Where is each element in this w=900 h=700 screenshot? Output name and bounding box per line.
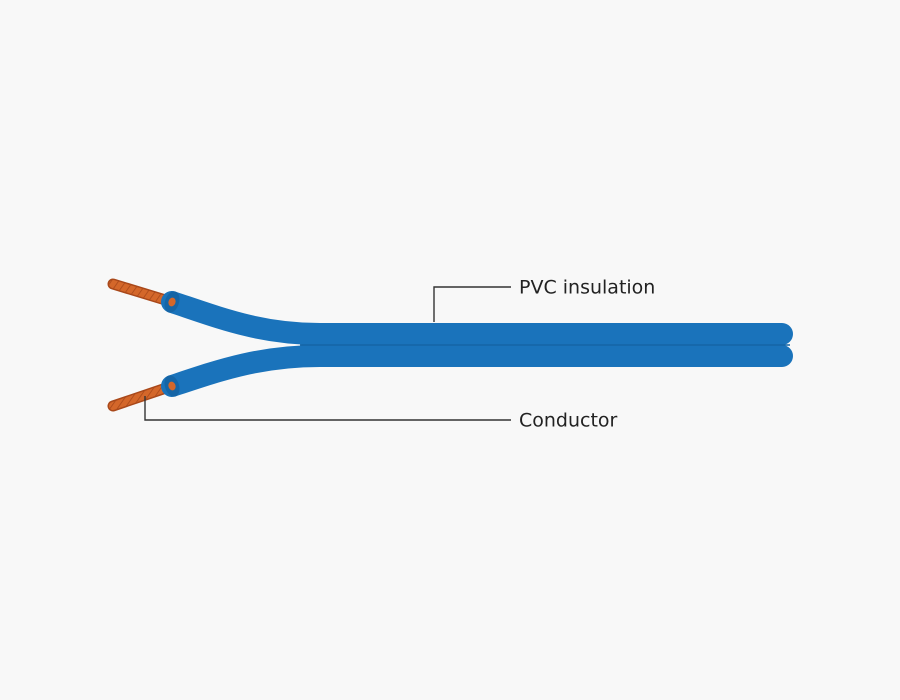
conductor-leader-line <box>144 396 511 421</box>
bottom-insulated-core <box>161 345 793 397</box>
top-insulated-core <box>161 291 793 345</box>
insulation-leader-line <box>433 286 511 322</box>
conductor-label: Conductor <box>519 410 618 432</box>
insulation-label: PVC insulation <box>519 277 655 299</box>
